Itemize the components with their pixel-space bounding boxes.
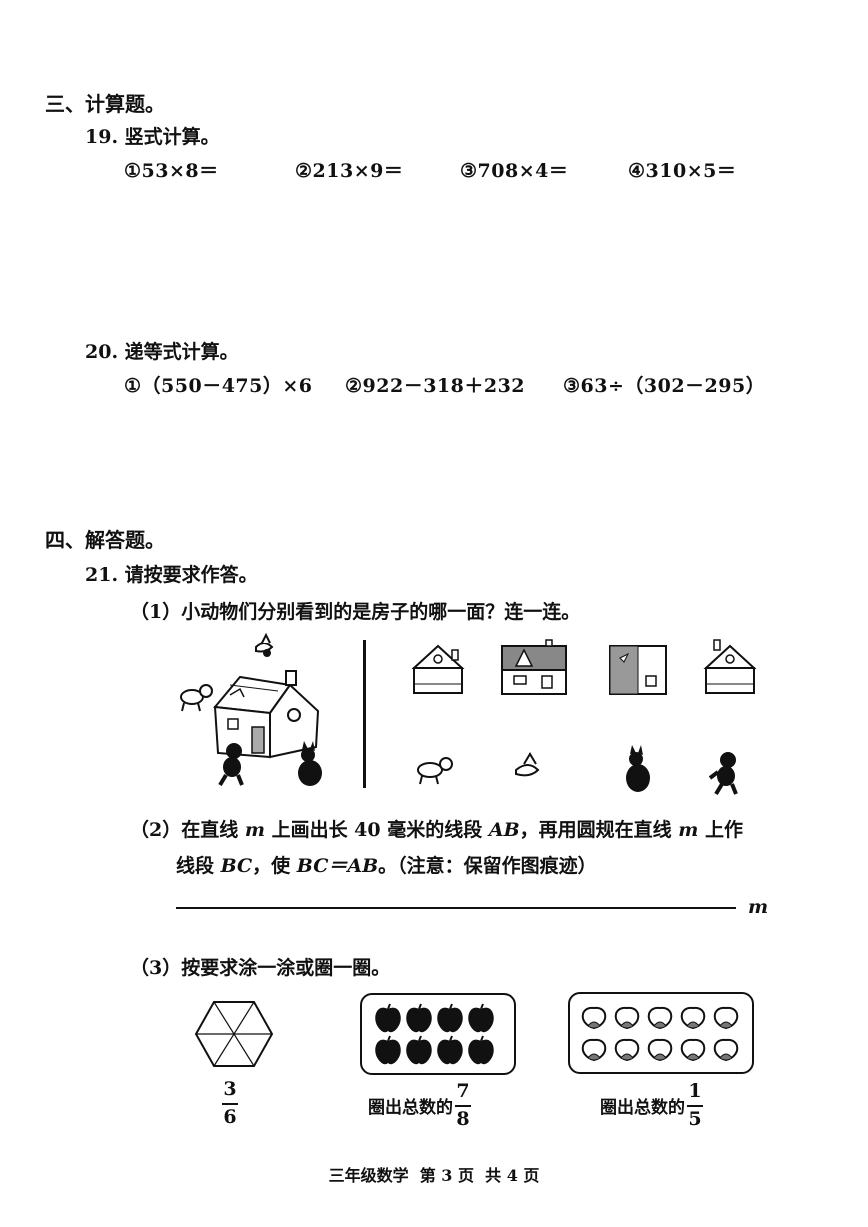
monkey-icon (218, 743, 244, 787)
apple-icon[interactable] (437, 1035, 463, 1065)
peach-icon[interactable] (680, 1038, 706, 1062)
q21-part-2-text: （2）在直线 (130, 819, 245, 841)
equation-bc-ab: BC＝AB (296, 855, 379, 877)
divider-line (363, 640, 366, 788)
peach-icon[interactable] (614, 1006, 640, 1030)
q19-item-3: ③708×4＝ (460, 160, 569, 182)
line-m-label: m (244, 819, 265, 841)
line-m-label: m (678, 819, 699, 841)
q21-part-2-text: 。（注意：保留作图痕迹） (378, 855, 597, 877)
circle-seven-eighths-label: 圈出总数的 7 8 (368, 1080, 471, 1130)
peach-icon[interactable] (614, 1038, 640, 1062)
house-side-view-icon (609, 645, 667, 695)
q19-item-4: ④310×5＝ (628, 160, 737, 182)
q21-part-2-text: ，使 (252, 855, 297, 877)
q20-item-3: ③63÷（302－295） (563, 375, 766, 397)
question-21-title: 21. 请按要求作答。 (85, 564, 258, 586)
house-top-view-icon (501, 639, 567, 695)
house-with-animals-illustration (180, 632, 322, 787)
apples-group (375, 1003, 494, 1065)
q21-part-2-line-2: 线段 BC，使 BC＝AB。（注意：保留作图痕迹） (176, 851, 597, 878)
q21-part-2-line-1: （2）在直线 m 上画出长 40 毫米的线段 AB，再用圆规在直线 m 上作 (130, 815, 743, 842)
apple-icon[interactable] (468, 1035, 494, 1065)
peach-icon[interactable] (581, 1006, 607, 1030)
bird-icon (255, 632, 274, 657)
apples-box (360, 993, 516, 1075)
peaches-box (568, 992, 754, 1074)
question-20-title: 20. 递等式计算。 (85, 341, 239, 363)
fraction-denominator: 6 (223, 1105, 237, 1128)
segment-bc-label: BC (220, 855, 253, 877)
q21-part-3: （3）按要求涂一涂或圈一圈。 (130, 957, 391, 979)
peaches-group (581, 1006, 739, 1062)
peach-icon[interactable] (713, 1006, 739, 1030)
q19-item-2: ②213×9＝ (295, 160, 404, 182)
fraction-denominator: 8 (456, 1107, 470, 1130)
fraction-numerator: 7 (456, 1080, 470, 1102)
line-m-end-label: m (748, 896, 769, 918)
house-3d-icon (213, 670, 320, 759)
circle-instruction-text: 圈出总数的 (368, 1098, 453, 1119)
peach-icon[interactable] (647, 1038, 673, 1062)
segment-ab-label: AB (488, 819, 520, 841)
apple-icon[interactable] (468, 1003, 494, 1033)
q21-part-1: （1）小动物们分别看到的是房子的哪一面？连一连。 (130, 601, 581, 623)
page-footer: 三年级数学 第 3 页 共 4 页 (328, 1166, 540, 1185)
fraction-numerator: 3 (223, 1078, 237, 1100)
monkey-icon[interactable] (708, 752, 738, 796)
q21-part-2-text: 线段 (176, 855, 221, 877)
circle-one-fifth-label: 圈出总数的 1 5 (600, 1080, 703, 1130)
dog-icon (180, 684, 213, 712)
apple-icon[interactable] (406, 1035, 432, 1065)
cat-icon (298, 741, 322, 786)
fraction-numerator: 1 (688, 1080, 702, 1102)
q21-part-2-text: 上作 (698, 819, 744, 841)
animals-row (417, 745, 738, 796)
line-m[interactable] (176, 907, 736, 909)
q21-part-2-text: ，再用圆规在直线 (519, 819, 679, 841)
hexagon-figure[interactable] (194, 1000, 274, 1068)
circle-instruction-text: 圈出总数的 (600, 1098, 685, 1119)
apple-icon[interactable] (437, 1003, 463, 1033)
question-19-title: 19. 竖式计算。 (85, 126, 220, 148)
q20-item-1: ①（550－475）×6 (124, 375, 313, 397)
fraction-3-6: 3 6 (222, 1078, 238, 1128)
bird-icon[interactable] (515, 752, 540, 777)
cat-icon[interactable] (626, 745, 650, 792)
fraction-denominator: 5 (688, 1107, 702, 1130)
section-3-title: 三、计算题。 (45, 92, 165, 116)
house-views-row (411, 639, 757, 695)
peach-icon[interactable] (581, 1038, 607, 1062)
apple-icon[interactable] (375, 1003, 401, 1033)
q19-item-1: ①53×8＝ (124, 160, 219, 182)
q21-part-2-text: 上画出长 40 毫米的线段 (264, 819, 489, 841)
peach-icon[interactable] (647, 1006, 673, 1030)
apple-icon[interactable] (375, 1035, 401, 1065)
section-4-title: 四、解答题。 (45, 528, 165, 552)
house-front-view-icon (411, 644, 465, 694)
house-back-view-icon (703, 639, 757, 694)
dog-icon[interactable] (417, 757, 453, 785)
apple-icon[interactable] (406, 1003, 432, 1033)
peach-icon[interactable] (713, 1038, 739, 1062)
peach-icon[interactable] (680, 1006, 706, 1030)
q20-item-2: ②922－318＋232 (345, 375, 526, 397)
